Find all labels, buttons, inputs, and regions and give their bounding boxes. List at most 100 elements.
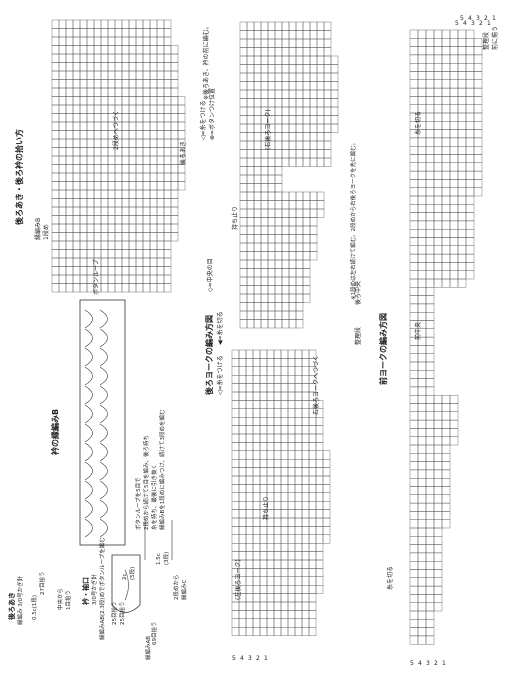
- chart-cell: [65, 283, 74, 293]
- chart-cell: [135, 138, 144, 148]
- chart-cell: [149, 36, 158, 46]
- chart-cell: [149, 189, 158, 199]
- chart-cell: [58, 53, 67, 63]
- chart-cell: [245, 492, 254, 502]
- chart-cell: [425, 561, 435, 570]
- chart-cell: [252, 551, 261, 561]
- chart-cell: [239, 30, 248, 40]
- chart-cell: [274, 293, 283, 303]
- row-number: 1: [264, 655, 268, 662]
- chart-cell: [135, 45, 144, 55]
- chart-cell: [149, 164, 158, 174]
- chart-cell: [156, 79, 165, 89]
- chart-cell: [425, 179, 435, 188]
- chart-cell: [72, 70, 81, 80]
- chart-cell: [163, 240, 172, 250]
- chart-cell: [149, 198, 158, 208]
- chart-cell: [473, 170, 483, 180]
- chart-cell: [51, 181, 60, 191]
- chart-cell: [163, 155, 172, 165]
- chart-cell: [433, 494, 443, 504]
- chart-cell: [246, 242, 255, 252]
- chart-cell: [425, 170, 435, 180]
- chart-cell: [274, 217, 283, 227]
- chart-cell: [260, 268, 269, 278]
- chart-cell: [302, 123, 311, 133]
- chart-cell: [425, 71, 435, 81]
- chart-cell: [330, 98, 339, 108]
- chart-title-back-yoke: 後ろヨークの編み方図: [204, 315, 214, 395]
- chart-cell: [433, 270, 443, 280]
- chart-cell: [473, 121, 483, 130]
- chart-cell: [51, 164, 60, 174]
- chart-cell: [156, 104, 165, 114]
- chart-cell: [465, 204, 475, 213]
- chart-cell: [253, 30, 262, 40]
- chart-cell: [135, 206, 144, 216]
- chart-cell: [266, 475, 275, 485]
- chart-cell: [274, 242, 283, 252]
- chart-cell: [274, 200, 283, 210]
- chart-cell: [231, 601, 240, 611]
- chart-cell: [246, 166, 255, 176]
- chart-cell: [267, 72, 276, 82]
- chart-cell: [246, 310, 255, 320]
- chart-cell: [315, 501, 324, 510]
- chart-cell: [170, 181, 179, 191]
- chart-cell: [100, 266, 109, 276]
- chart-cell: [441, 478, 451, 487]
- chart-cell: [128, 79, 137, 89]
- chart-cell: [114, 36, 123, 46]
- chart-cell: [114, 28, 123, 38]
- chart-cell: [253, 310, 262, 320]
- chart-cell: [433, 187, 443, 197]
- chart-cell: [267, 47, 276, 57]
- chart-cell: [135, 53, 144, 63]
- chart-cell: [121, 257, 130, 267]
- chart-cell: [51, 113, 60, 123]
- chart-cell: [72, 155, 81, 165]
- chart-cell: [433, 552, 443, 562]
- chart-cell: [252, 501, 261, 510]
- chart-cell: [93, 45, 102, 55]
- chart-cell: [260, 81, 269, 91]
- chart-cell: [433, 444, 443, 454]
- chart-cell: [149, 206, 158, 216]
- chart-cell: [260, 251, 269, 261]
- chart-cell: [156, 130, 165, 140]
- chart-cell: [163, 198, 172, 208]
- chart-cell: [93, 232, 102, 242]
- chart-cell: [253, 98, 262, 108]
- chart-cell: [409, 502, 419, 512]
- chart-cell: [441, 220, 451, 230]
- chart-cell: [287, 358, 296, 367]
- chart-cell: [295, 38, 304, 48]
- chart-cell: [170, 96, 179, 106]
- chart-cell: [281, 72, 290, 82]
- chart-cell: [93, 121, 102, 131]
- chart-cell: [425, 212, 435, 222]
- chart-cell: [239, 183, 248, 193]
- chart-cell: [156, 19, 165, 29]
- chart-cell: [170, 45, 179, 55]
- chart-cell: [425, 29, 435, 39]
- chart-cell: [294, 475, 303, 485]
- chart-cell: [86, 172, 95, 182]
- chart-cell: [315, 585, 324, 594]
- chart-cell: [294, 450, 303, 460]
- chart-cell: [65, 53, 74, 63]
- chart-cell: [449, 212, 459, 222]
- chart-cell: [79, 266, 88, 276]
- chart-cell: [417, 361, 427, 371]
- chart-cell: [86, 130, 95, 140]
- chart-cell: [273, 551, 282, 561]
- chart-cell: [267, 21, 276, 31]
- chart-cell: [149, 266, 158, 276]
- chart-cell: [441, 112, 451, 122]
- row-number: 1: [442, 660, 446, 667]
- label-fold: 整理段: [482, 32, 490, 50]
- chart-cell: [266, 425, 275, 435]
- chart-cell: [142, 96, 151, 106]
- chart-cell: [425, 486, 435, 496]
- chart-cell: [128, 130, 137, 140]
